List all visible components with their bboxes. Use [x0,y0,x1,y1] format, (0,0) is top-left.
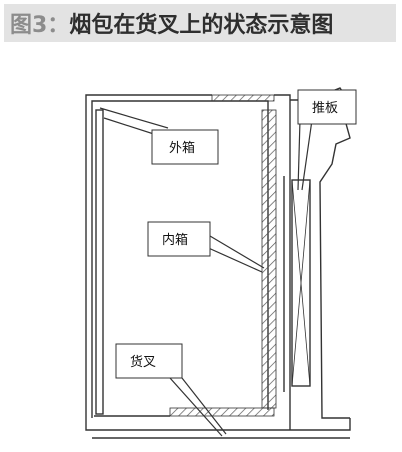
label-push-plate: 推板 [312,101,338,116]
callout-push-plate: 推板 [297,89,357,191]
fork-base [85,415,351,439]
figure-title-bar: 图3： 烟包在货叉上的状态示意图 [4,4,396,42]
callout-inner-box: 内箱 [147,221,265,273]
push-plate-column [283,87,351,419]
figure-title: 烟包在货叉上的状态示意图 [69,13,334,38]
label-outer-box: 外箱 [169,140,195,156]
figure-label: 图3： [10,13,70,38]
label-inner-box: 内箱 [162,232,188,248]
callout-outer-box: 外箱 [99,107,219,165]
hatched-wall [169,94,277,417]
callout-fork: 货叉 [115,343,227,437]
label-fork: 货叉 [130,354,156,370]
